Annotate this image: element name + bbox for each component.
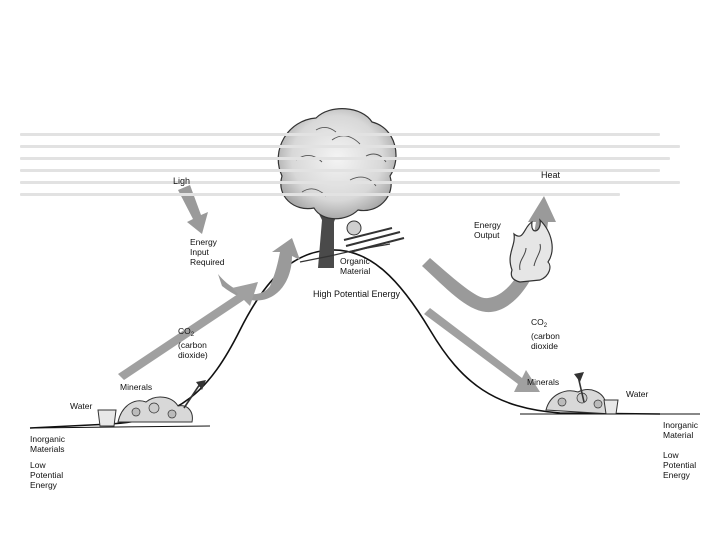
heat-label: Heat — [541, 170, 561, 180]
low-energy-right-line-1: Low — [663, 450, 679, 460]
inorganic-left-line-2: Materials — [30, 444, 65, 454]
firewood-icon — [299, 220, 405, 263]
organic-material-line-2: Material — [340, 266, 371, 276]
low-energy-right-line-2: Potential — [663, 460, 697, 470]
co2-left-subscript: 2 — [190, 332, 195, 338]
low-energy-right-label: Low Potential Energy — [663, 450, 696, 480]
low-energy-left-label: Low Potential Energy — [30, 460, 63, 490]
flame-icon — [509, 218, 553, 283]
energy-output-line-2: Output — [474, 230, 500, 240]
inorganic-right-line-1: Inorganic — [663, 420, 698, 430]
energy-input-line-2: Input — [190, 247, 209, 257]
tree-icon — [277, 108, 397, 268]
energy-input-line-3: Required — [190, 257, 225, 267]
inorganic-left-label: Inorganic Materials — [30, 434, 65, 454]
high-energy-label: High Potential Energy — [313, 289, 401, 299]
energy-output-arrow — [422, 196, 556, 313]
co2-left-desc-2: dioxide) — [178, 350, 208, 360]
minerals-left-label: Minerals — [120, 382, 153, 392]
low-energy-right-line-3: Energy — [663, 470, 690, 480]
rocks-icon — [117, 396, 193, 423]
energy-input-arrow — [218, 238, 300, 301]
inorganic-right-label: Inorganic Material — [663, 420, 698, 440]
co2-left-label: CO2 (carbon dioxide) — [178, 326, 208, 360]
bucket-icon — [97, 409, 117, 427]
low-energy-left-line-1: Low — [30, 460, 46, 470]
light-label: Ligh — [173, 176, 191, 186]
co2-right-desc-1: (carbon — [531, 331, 560, 341]
minerals-right-label: Minerals — [527, 377, 560, 387]
co2-output-arrow — [424, 308, 540, 392]
low-energy-left-line-3: Energy — [30, 480, 57, 490]
bucket-icon-right — [603, 399, 619, 415]
organic-material-label: Organic Material — [340, 256, 370, 276]
shovel-icon-right — [574, 372, 585, 403]
inorganic-right-line-2: Material — [663, 430, 694, 440]
co2-left-symbol: CO — [178, 326, 191, 336]
co2-right-symbol: CO — [531, 317, 544, 327]
co2-input-arrow — [118, 282, 258, 380]
co2-right-desc-2: dioxide — [531, 341, 558, 351]
energy-input-label: Energy Input Required — [190, 237, 225, 267]
ground-line — [29, 413, 700, 429]
water-right-label: Water — [626, 389, 649, 399]
organic-material-line-1: Organic — [340, 256, 370, 266]
energy-input-line-1: Energy — [190, 237, 217, 247]
co2-left-desc-1: (carbon — [178, 340, 207, 350]
low-energy-left-line-2: Potential — [30, 470, 64, 480]
shovel-icon — [183, 380, 206, 409]
energy-output-label: Energy Output — [474, 220, 501, 240]
light-input-arrow — [178, 185, 208, 234]
co2-right-subscript: 2 — [543, 323, 548, 329]
energy-output-line-1: Energy — [474, 220, 501, 230]
co2-right-label: CO2 (carbon dioxide — [531, 317, 560, 351]
inorganic-left-line-1: Inorganic — [30, 434, 65, 444]
rocks-icon-right — [545, 389, 614, 415]
water-left-label: Water — [70, 401, 93, 411]
